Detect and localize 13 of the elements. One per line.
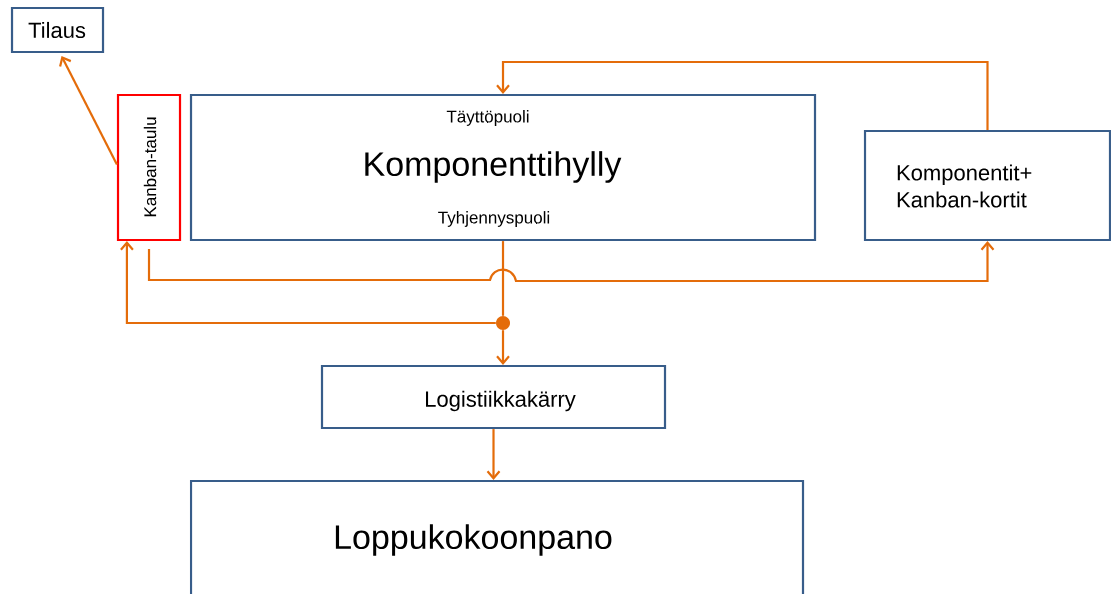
arrow: [496, 330, 510, 365]
cart-box: Logistiikkakärry: [320, 364, 667, 430]
kanban-board-box: Kanban-taulu: [116, 93, 182, 242]
arrow: [486, 429, 501, 480]
shelf-box: Täyttöpuoli Komponenttihylly Tyhjennyspuoli: [189, 93, 817, 242]
arrow: [120, 241, 496, 325]
order-box: Tilaus: [10, 6, 105, 54]
arrow: [496, 60, 989, 130]
junction-dot: [496, 316, 510, 330]
arrow: [147, 241, 995, 283]
assembly-box: Loppukokoonpano: [189, 479, 805, 594]
arrow: [59, 56, 118, 166]
component-box: Komponentit+ Kanban-kortit: [863, 129, 1111, 242]
